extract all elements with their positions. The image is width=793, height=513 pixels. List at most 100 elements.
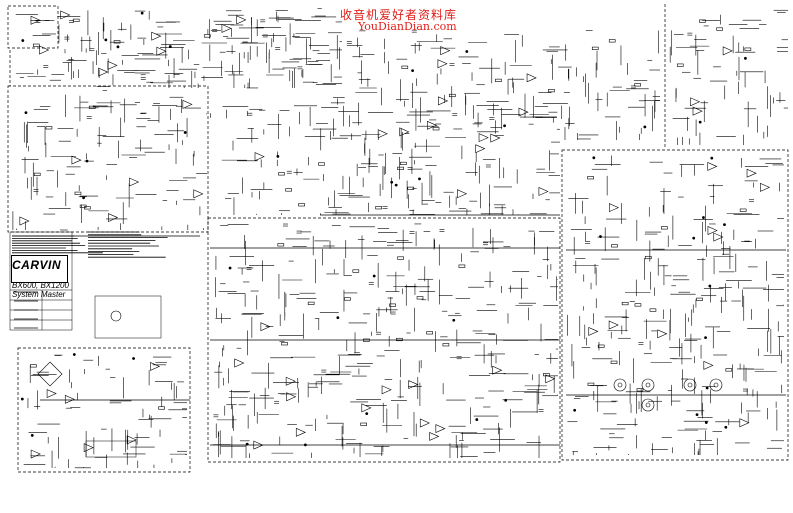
watermark-line-2: YouDianDian.com [358, 20, 457, 33]
opamp-symbol [221, 23, 232, 33]
opamp-symbol [739, 418, 750, 428]
bridge-rectifier [37, 361, 63, 387]
output-jack-pin [645, 402, 651, 408]
resistor-symbol [407, 186, 415, 190]
resistor-symbol [113, 40, 121, 44]
resistor-symbol [400, 161, 407, 165]
opamp-symbol [707, 161, 718, 171]
resistor-symbol [397, 256, 404, 260]
junction-dot [20, 397, 24, 401]
resistor-symbol [33, 172, 41, 176]
resistor-symbol [74, 191, 82, 195]
transistor-symbol [110, 310, 122, 322]
resistor-symbol [389, 303, 396, 307]
junction-dot [168, 45, 172, 48]
junction-dot [503, 124, 506, 128]
opamp-symbol [295, 427, 306, 437]
resistor-symbol [649, 308, 657, 312]
opamp-symbol [236, 15, 247, 25]
junction-dot [452, 318, 456, 322]
opamp-symbol [707, 226, 718, 235]
resistor-symbol [442, 343, 450, 347]
opamp-symbol [156, 46, 167, 56]
junction-dot [365, 412, 369, 416]
output-jack-pin [713, 382, 719, 388]
opamp-symbol [234, 358, 245, 368]
resistor-symbol [634, 83, 641, 87]
resistor-symbol [307, 301, 315, 305]
opamp-symbol [30, 15, 41, 25]
opamp-symbol [435, 424, 446, 434]
opamp-symbol [713, 232, 724, 242]
opamp-symbol [60, 10, 71, 20]
junction-dot [336, 316, 340, 320]
resistor-symbol [495, 78, 502, 82]
junction-dot [704, 421, 708, 424]
resistor-symbol [634, 303, 642, 307]
resistor-symbol [676, 63, 684, 67]
opamp-symbol [722, 46, 733, 56]
opamp-symbol [108, 213, 119, 223]
resistor-symbol [458, 264, 466, 268]
junction-dot [72, 353, 76, 356]
junction-dot [132, 357, 135, 360]
junction-dot [705, 386, 709, 390]
frame-input-corner [7, 5, 59, 49]
opamp-symbol [419, 418, 430, 428]
junction-dot [245, 442, 249, 446]
opamp-symbol [760, 182, 771, 192]
junction-dot [592, 156, 596, 160]
resistor-symbol [644, 255, 652, 260]
inset-regulator-frame [85, 440, 137, 458]
title-block-frame [11, 255, 68, 283]
resistor-symbol [725, 368, 733, 372]
resistor-symbol [45, 126, 53, 130]
resistor-symbol [397, 166, 404, 170]
opamp-symbol [475, 144, 486, 154]
resistor-symbol [360, 422, 367, 426]
opamp-symbol [254, 152, 265, 162]
opamp-symbol [260, 322, 271, 332]
resistor-symbol [363, 338, 370, 342]
junction-dot [303, 443, 307, 447]
resistor-symbol [716, 27, 723, 31]
opamp-symbol [692, 106, 703, 116]
opamp-symbol [438, 96, 449, 106]
junction-dot [599, 235, 602, 238]
junction-dot [475, 418, 479, 421]
resistor-symbol [416, 296, 424, 300]
resistor-symbol [277, 243, 285, 247]
resistor-symbol [543, 373, 550, 377]
opamp-symbol [129, 177, 140, 187]
section-frames [7, 4, 789, 473]
notes-text-lines [12, 231, 168, 329]
resistor-symbol [696, 297, 703, 301]
schematic-wiring [12, 8, 788, 469]
junction-dot [85, 159, 89, 163]
resistor-symbol [597, 344, 605, 348]
opamp-symbol [39, 45, 50, 55]
resistor-symbol [591, 46, 599, 50]
schematic-components [19, 10, 771, 459]
frame-power-supply [17, 347, 191, 473]
junction-dot [394, 183, 398, 187]
resistor-symbol [608, 39, 616, 43]
opamp-symbol [437, 59, 448, 69]
output-jack-pin [617, 382, 623, 388]
opamp-symbol [429, 431, 440, 441]
opamp-symbol [150, 361, 161, 371]
opamp-symbol [253, 440, 264, 450]
junction-dot [116, 45, 120, 49]
opamp-symbol [126, 435, 137, 445]
opamp-symbol [30, 449, 41, 459]
junction-dot [708, 284, 712, 288]
resistor-symbol [285, 188, 292, 192]
junction-dot [702, 216, 705, 219]
resistor-symbol [621, 302, 629, 306]
output-jack-pin [687, 382, 693, 388]
opamp-symbol [690, 97, 701, 107]
resistor-symbol [344, 297, 351, 301]
junction-dot [643, 125, 647, 129]
opamp-symbol [588, 326, 599, 336]
